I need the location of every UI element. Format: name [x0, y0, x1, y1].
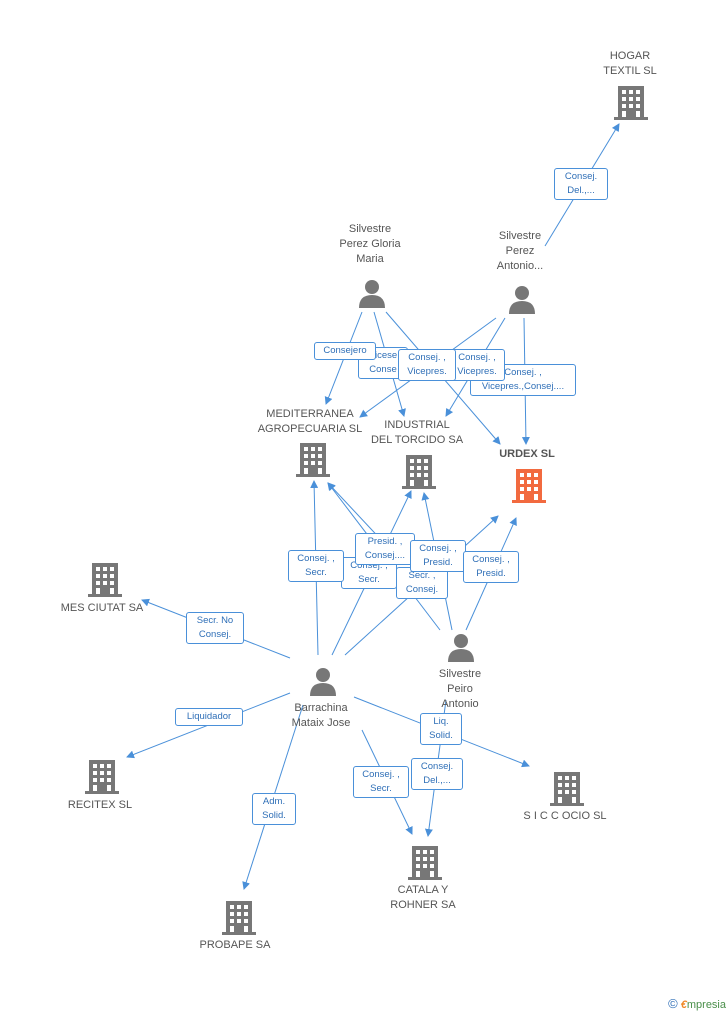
- node-label-peiro[interactable]: Silvestre Peiro Antonio: [438, 668, 482, 710]
- node-label-mediterranea[interactable]: MEDITERRANEA AGROPECUARIA SL: [257, 408, 363, 435]
- edge-label-e13: Secr. No Consej.: [186, 612, 244, 644]
- edge-label-e11: Secr. , Consej.: [396, 567, 448, 599]
- edge-label-e17: Consej. Del.,...: [411, 758, 463, 790]
- brand-initial: €: [680, 999, 687, 1011]
- edge-label-e8: Consej. , Secr.: [288, 550, 344, 582]
- edge-label-e7: Presid. , Consej....: [355, 533, 415, 565]
- person-icon: [448, 634, 474, 662]
- building-icon: [88, 563, 122, 597]
- building-icon: [550, 772, 584, 806]
- node-label-siccocio[interactable]: S I C C OCIO SL: [523, 810, 607, 822]
- edge-label-e2: Consejero: [314, 342, 376, 360]
- person-icon: [359, 280, 385, 308]
- building-main-icon: [512, 469, 546, 503]
- edge-label-e18: Adm. Solid.: [252, 793, 296, 825]
- node-label-urdex[interactable]: URDEX SL: [499, 448, 555, 460]
- edge-label-e5: Consej. , Vicepres.: [449, 349, 505, 381]
- node-label-barrachina[interactable]: Barrachina Mataix Jose: [291, 702, 351, 729]
- node-label-probape[interactable]: PROBAPE SA: [199, 939, 271, 951]
- node-label-mesciutat[interactable]: MES CIUTAT SA: [60, 602, 144, 614]
- node-label-hogar[interactable]: HOGAR TEXTIL SL: [603, 50, 657, 77]
- building-icon: [222, 901, 256, 935]
- node-label-recitex[interactable]: RECITEX SL: [67, 799, 133, 811]
- person-icon: [310, 668, 336, 696]
- person-icon: [509, 286, 535, 314]
- brand-name: mpresia: [686, 999, 726, 1011]
- edge-label-e1: Consej. Del.,...: [554, 168, 608, 200]
- edge-label-e12: Consej. , Presid.: [463, 551, 519, 583]
- node-label-catala[interactable]: CATALA Y ROHNER SA: [390, 884, 456, 911]
- node-label-gloria[interactable]: Silvestre Perez Gloria Maria: [339, 223, 401, 265]
- edge-label-e4: Consej. , Vicepres.: [398, 349, 456, 381]
- building-icon: [408, 846, 442, 880]
- copyright-footer: © €mpresia: [668, 996, 726, 1011]
- edge-label-e14: Liquidador: [175, 708, 243, 726]
- copyright-symbol: ©: [668, 996, 678, 1011]
- edge-label-e10: Consej. , Presid.: [410, 540, 466, 572]
- building-icon: [614, 86, 648, 120]
- node-label-industrial[interactable]: INDUSTRIAL DEL TORCIDO SA: [370, 419, 464, 446]
- building-icon: [402, 455, 436, 489]
- edge-label-e15: Liq. Solid.: [420, 713, 462, 745]
- node-label-antonio[interactable]: Silvestre Perez Antonio...: [496, 230, 544, 272]
- building-icon: [296, 443, 330, 477]
- building-icon: [85, 760, 119, 794]
- edge-label-e16: Consej. , Secr.: [353, 766, 409, 798]
